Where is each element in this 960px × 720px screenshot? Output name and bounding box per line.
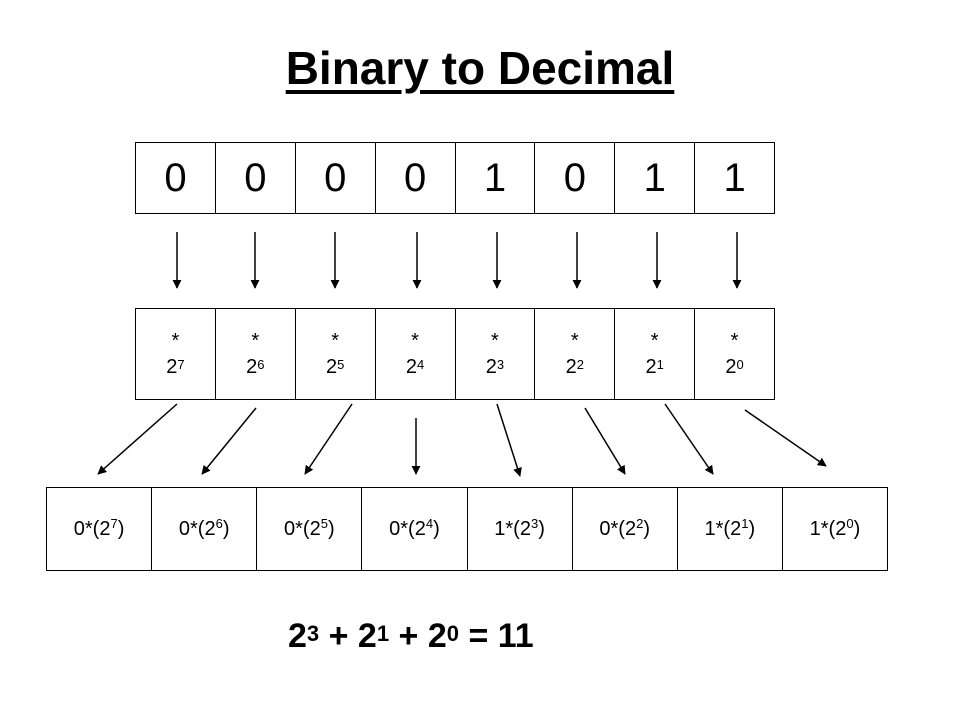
plus-operator: +: [389, 617, 428, 655]
weight-cell: * 23: [454, 308, 536, 400]
diagonal-arrow: [97, 403, 178, 475]
product-cell: 0*(24): [361, 487, 468, 571]
bit-cell: 0: [214, 142, 296, 214]
power-of-two: 27: [166, 356, 185, 378]
diagonal-arrow: [744, 409, 827, 467]
diagonal-arrow: [304, 403, 353, 475]
weight-cell: * 27: [135, 308, 216, 400]
page-title: Binary to Decimal: [285, 42, 675, 94]
power-of-two: 20: [725, 356, 744, 378]
product-cell: 0*(22): [571, 487, 678, 571]
bit-cell: 0: [534, 142, 616, 214]
product-cell: 0*(25): [256, 487, 363, 571]
power-of-two: 24: [405, 356, 425, 378]
power-of-two: 25: [326, 356, 345, 378]
power-of-two: 23: [485, 356, 505, 378]
bit-cell: 1: [614, 142, 696, 214]
multiply-symbol: *: [730, 330, 739, 352]
bit-cell: 1: [694, 142, 775, 214]
multiply-symbol: *: [570, 330, 579, 352]
multiply-symbol: *: [411, 330, 419, 352]
power-of-two: 26: [246, 356, 265, 378]
diagonal-arrow: [496, 403, 522, 477]
result-equation: 23 + 21 + 20 = 11: [288, 614, 534, 658]
bit-cell: 1: [454, 142, 536, 214]
result-value: 11: [497, 617, 534, 655]
result-term: 20: [427, 617, 460, 655]
weight-cell: * 26: [214, 308, 296, 400]
multiply-symbol: *: [491, 330, 499, 352]
weight-cell: * 25: [294, 308, 376, 400]
equals-sign: =: [459, 617, 498, 655]
multiply-symbol: *: [650, 330, 659, 352]
multiply-symbol: *: [251, 330, 260, 352]
product-cell: 1*(21): [676, 487, 783, 571]
place-value-table: * 27 * 26 * 25 * 24 * 23 * 22 * 21 * 20: [135, 308, 775, 400]
weight-cell: * 24: [374, 308, 456, 400]
bit-cell: 0: [374, 142, 456, 214]
result-term: 21: [357, 617, 390, 655]
products-table: 0*(27) 0*(26) 0*(25) 0*(24) 1*(23) 0*(22…: [45, 487, 889, 571]
multiply-symbol: *: [171, 330, 180, 352]
bit-cell: 0: [135, 142, 216, 214]
power-of-two: 22: [565, 356, 584, 378]
weight-cell: * 22: [534, 308, 616, 400]
product-cell: 1*(23): [466, 487, 573, 571]
product-cell: 0*(27): [45, 487, 153, 571]
diagonal-arrow: [201, 407, 257, 475]
weight-cell: * 20: [694, 308, 775, 400]
result-term: 23: [288, 617, 320, 655]
diagonal-arrow: [584, 407, 626, 475]
power-of-two: 21: [645, 356, 664, 378]
binary-digits-table: 0 0 0 0 1 0 1 1: [135, 142, 775, 214]
product-cell: 1*(20): [781, 487, 889, 571]
bit-cell: 0: [294, 142, 376, 214]
product-cell: 0*(26): [151, 487, 258, 571]
plus-operator: +: [319, 617, 358, 655]
diagonal-arrow: [664, 403, 714, 475]
weight-cell: * 21: [614, 308, 696, 400]
multiply-symbol: *: [331, 330, 340, 352]
